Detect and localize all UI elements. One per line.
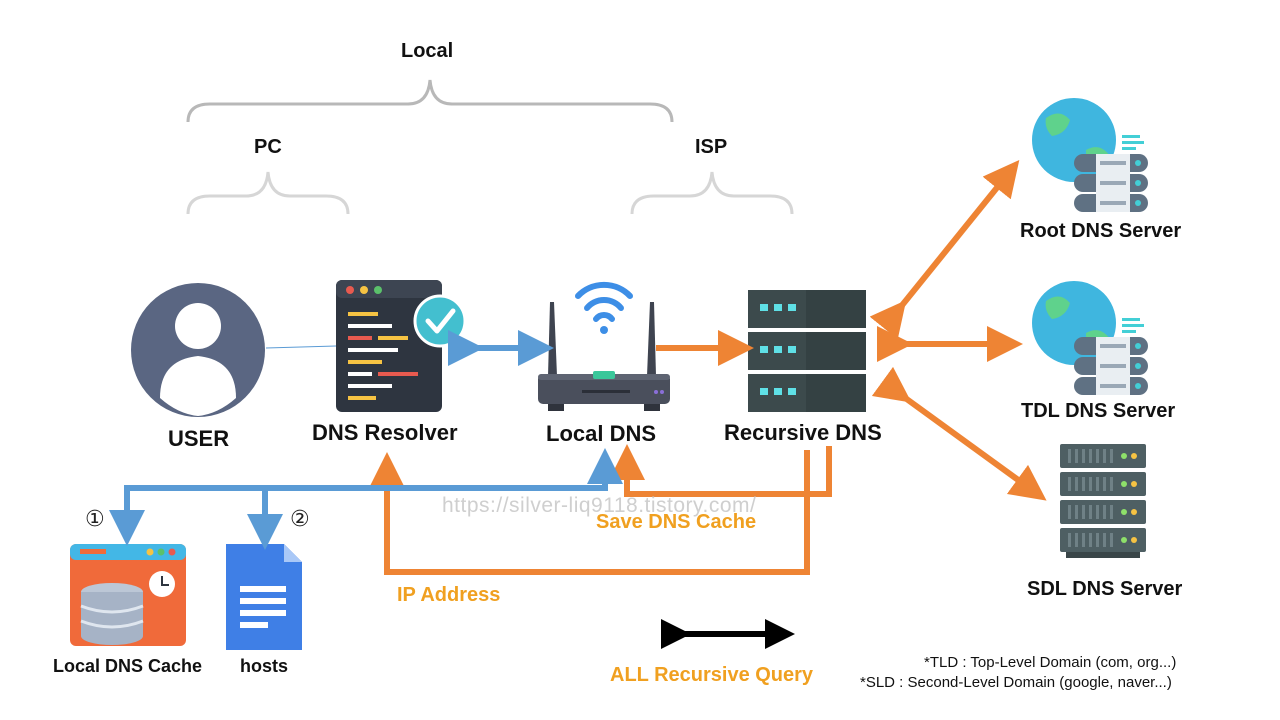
watermark-url: https://silver-liq9118.tistory.com/ [442, 494, 757, 517]
tld-server-icon [1032, 281, 1148, 395]
user-icon [131, 283, 265, 417]
scope-isp-label: ISP [695, 136, 728, 158]
user-resolver-line [265, 345, 337, 349]
recursive-server-icon [748, 290, 866, 412]
resolver-icon [336, 280, 467, 412]
recursive-dns-label: Recursive DNS [724, 420, 882, 445]
tld-footnote: *TLD : Top-Level Domain (com, org...) [924, 654, 1177, 671]
ip-address-label: IP Address [397, 584, 501, 606]
step-one-marker: ① [85, 506, 105, 531]
root-server-icon [1032, 98, 1148, 212]
isp-brace [630, 171, 794, 215]
local-cache-label: Local DNS Cache [53, 656, 203, 676]
resolver-label: DNS Resolver [312, 420, 458, 445]
router-icon [538, 281, 670, 411]
local-brace [186, 79, 674, 123]
tld-server-label: TDL DNS Server [1021, 400, 1176, 422]
recursive-sld-arrow [871, 366, 1047, 501]
local-dns-label: Local DNS [546, 421, 657, 446]
scope-local-label: Local [401, 40, 454, 62]
scope-pc-label: PC [254, 136, 282, 158]
recursive-root-arrow [869, 159, 1020, 340]
ip-address-arrow [369, 450, 810, 575]
legend-label: ALL Recursive Query [610, 664, 814, 686]
save-cache-arrow [609, 444, 832, 497]
local-cache-icon [70, 544, 186, 646]
sld-footnote: *SLD : Second-Level Domain (google, nave… [860, 674, 1172, 691]
root-server-label: Root DNS Server [1020, 220, 1182, 242]
user-label: USER [168, 426, 230, 451]
step-two-marker: ② [290, 506, 310, 531]
hosts-file-icon [226, 544, 302, 650]
sld-server-icon [1060, 444, 1146, 558]
sld-server-label: SDL DNS Server [1027, 578, 1183, 600]
save-cache-label: Save DNS Cache [596, 511, 757, 533]
pc-brace [186, 171, 350, 215]
hosts-label: hosts [240, 656, 289, 676]
